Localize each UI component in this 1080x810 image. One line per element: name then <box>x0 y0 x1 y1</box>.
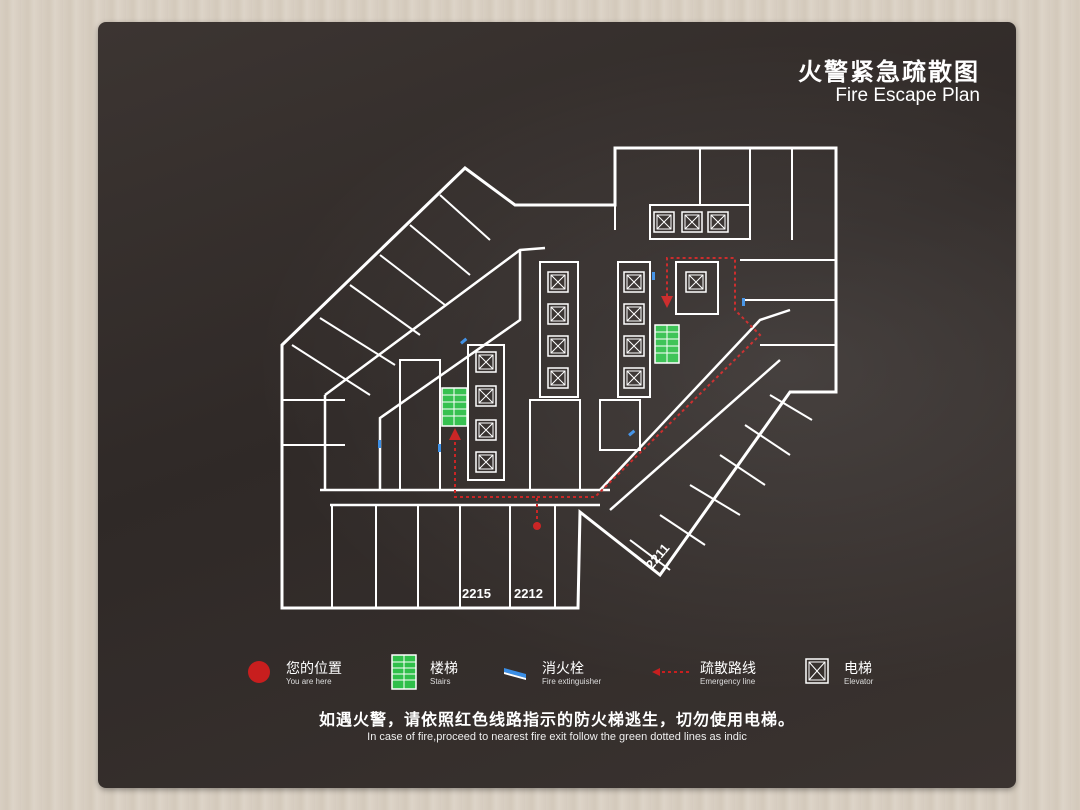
route-arrow-left <box>449 428 461 440</box>
elevator-icon <box>475 419 497 441</box>
stairs-icon-left <box>441 387 468 427</box>
title-chinese: 火警紧急疏散图 <box>798 59 980 86</box>
dotted-arrow-icon <box>652 668 690 676</box>
legend-label-cn: 疏散路线 <box>700 660 756 676</box>
legend-label-cn: 电梯 <box>844 660 872 676</box>
elevator-icon <box>653 211 675 233</box>
evacuation-route-left <box>454 430 538 525</box>
fire-extinguisher-markers <box>378 272 745 452</box>
legend-label-en: Stairs <box>430 677 451 686</box>
stairs-icon-right <box>654 324 680 364</box>
legend-label-en: Fire extinguisher <box>542 677 602 686</box>
fire-extinguisher-icon <box>504 668 526 680</box>
elevator-icon <box>805 658 829 684</box>
elevator-icon <box>623 335 645 357</box>
you-are-here-marker <box>533 522 541 530</box>
elevator-icon <box>681 211 703 233</box>
elevator-icon <box>623 367 645 389</box>
legend-label-en: Elevator <box>844 677 874 686</box>
route-arrow-right <box>661 296 673 308</box>
floor-outline <box>280 146 838 610</box>
elevator-icon <box>623 303 645 325</box>
evacuation-route-right <box>537 257 762 498</box>
elevator-icon <box>475 351 497 373</box>
legend-label-en: You are here <box>286 677 332 686</box>
legend-label-en: Emergency line <box>700 677 756 686</box>
floor-plan: 2215 2212 2211 <box>280 146 838 610</box>
instructions-english: In case of fire,proceed to nearest fire … <box>367 731 747 743</box>
legend-label-cn: 您的位置 <box>286 660 342 676</box>
elevator-icon <box>547 335 569 357</box>
elevator-icon <box>685 271 707 293</box>
elevator-icon <box>623 271 645 293</box>
legend-label-cn: 楼梯 <box>430 660 458 676</box>
evacuation-plaque: 火警紧急疏散图 Fire Escape Plan <box>98 22 1016 788</box>
elevator-icon <box>475 451 497 473</box>
elevator-icon <box>547 271 569 293</box>
elevator-icon <box>547 367 569 389</box>
elevator-icon <box>707 211 729 233</box>
title-english: Fire Escape Plan <box>835 85 980 106</box>
stairs-icon <box>391 654 417 690</box>
legend-label-cn: 消火栓 <box>542 660 584 676</box>
elevator-icon <box>475 385 497 407</box>
elevator-icon <box>547 303 569 325</box>
instructions-chinese: 如遇火警，请依照红色线路指示的防火梯逃生，切勿使用电梯。 <box>318 712 795 729</box>
room-number-2212: 2212 <box>514 586 543 601</box>
red-dot-icon <box>248 661 270 683</box>
room-number-2215: 2215 <box>462 586 491 601</box>
